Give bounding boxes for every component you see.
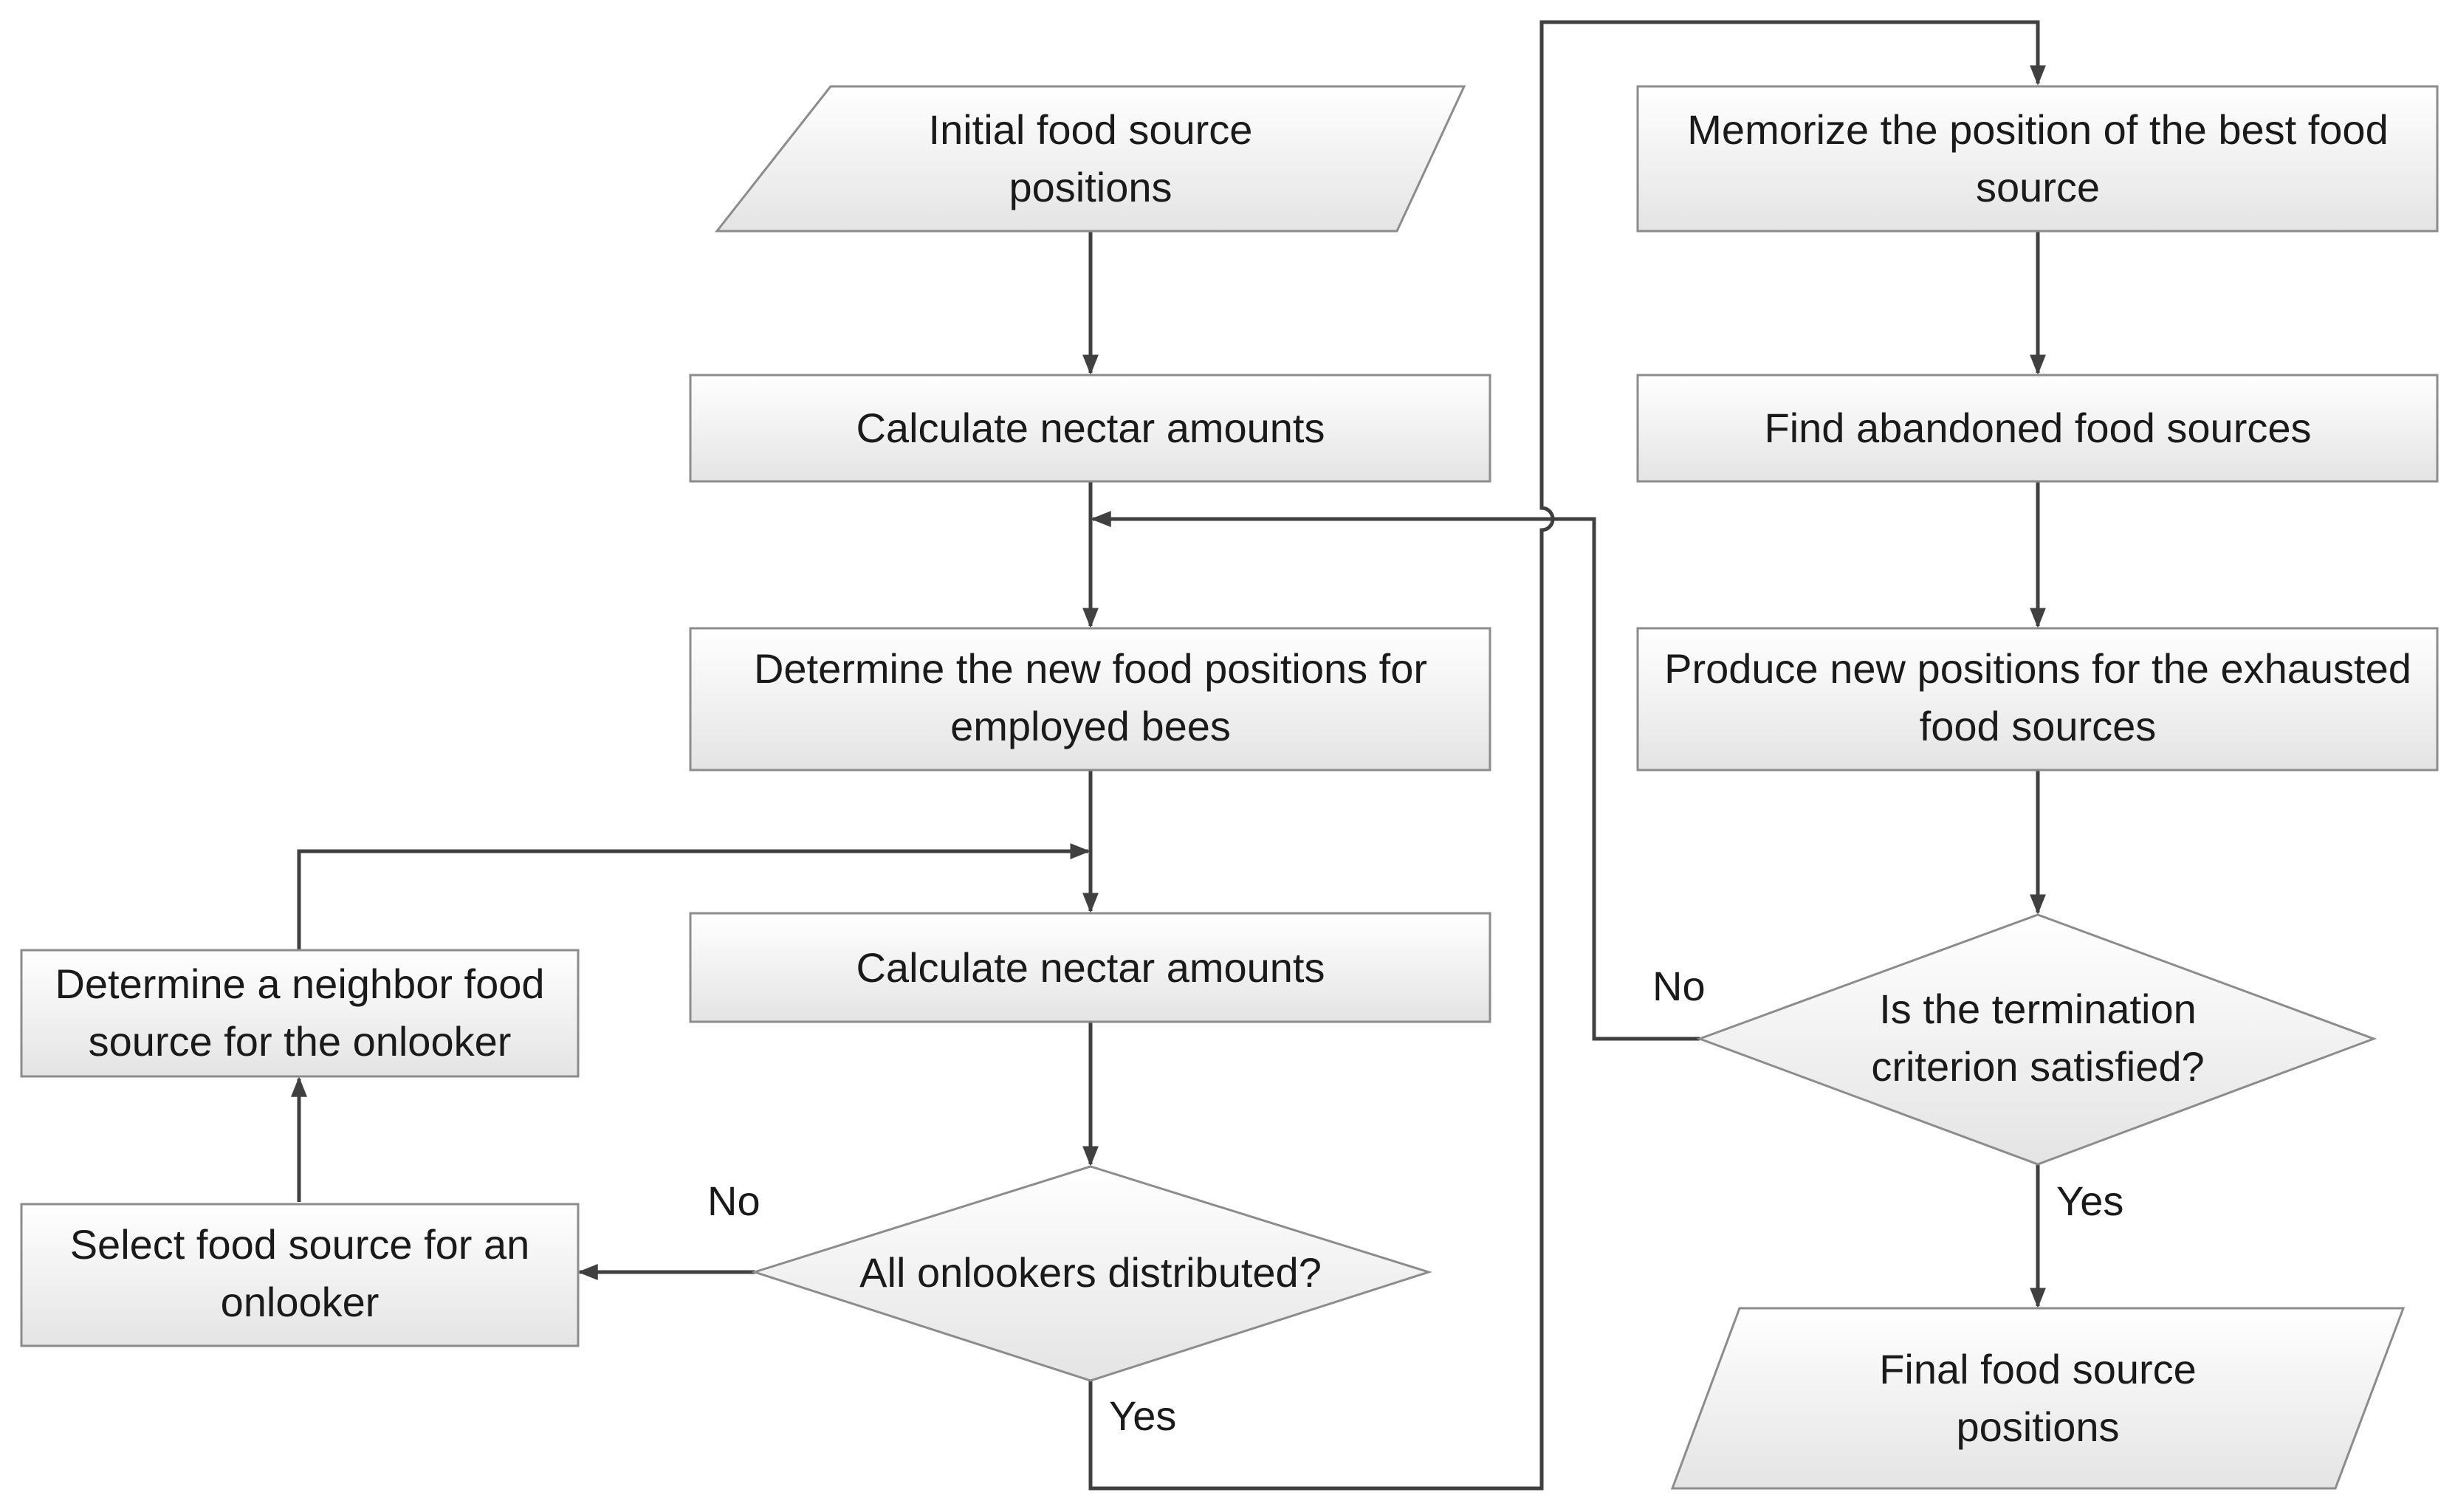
onlookers-no-label: No bbox=[707, 1178, 760, 1224]
initial-positions-line1: Initial food source bbox=[929, 106, 1253, 153]
onlookers-yes-label: Yes bbox=[1109, 1392, 1176, 1439]
select-food-source-line2: onlooker bbox=[221, 1279, 380, 1325]
determine-neighbor-shape bbox=[20, 949, 580, 1078]
final-positions-line2: positions bbox=[1956, 1403, 2119, 1450]
node-calc-nectar-2: Calculate nectar amounts bbox=[689, 912, 1491, 1023]
select-food-source-line1: Select food source for an bbox=[70, 1221, 530, 1268]
find-abandoned-label: Find abandoned food sources bbox=[1765, 405, 2312, 451]
initial-positions-line2: positions bbox=[1009, 164, 1172, 210]
calc-nectar-2-label: Calculate nectar amounts bbox=[856, 944, 1325, 991]
node-initial-positions: Initial food source positions bbox=[714, 85, 1466, 233]
determine-new-positions-shape bbox=[689, 627, 1491, 772]
select-food-source-shape bbox=[20, 1203, 580, 1347]
determine-new-positions-line1: Determine the new food positions for bbox=[754, 645, 1427, 692]
final-positions-line1: Final food source bbox=[1879, 1346, 2197, 1392]
calc-nectar-1-shape bbox=[689, 374, 1491, 483]
termination-no-label: No bbox=[1652, 963, 1706, 1009]
determine-neighbor-line2: source for the onlooker bbox=[89, 1018, 512, 1065]
calc-nectar-1-label: Calculate nectar amounts bbox=[856, 405, 1325, 451]
onlookers-distributed-label: All onlookers distributed? bbox=[859, 1249, 1322, 1296]
edge-termination-no-loop-back bbox=[1091, 511, 1700, 1041]
termination-check-shape bbox=[1696, 913, 2377, 1166]
node-memorize-best: Memorize the position of the best food s… bbox=[1636, 85, 2439, 233]
termination-check-line2: criterion satisfied? bbox=[1871, 1043, 2204, 1090]
node-termination-check: Is the termination criterion satisfied? bbox=[1696, 913, 2377, 1166]
final-positions-shape bbox=[1670, 1307, 2406, 1490]
initial-positions-shape bbox=[714, 85, 1466, 233]
produce-new-positions-line2: food sources bbox=[1920, 703, 2157, 749]
node-final-positions: Final food source positions bbox=[1670, 1307, 2406, 1490]
find-abandoned-shape bbox=[1636, 374, 2439, 483]
termination-check-line1: Is the termination bbox=[1879, 986, 2197, 1032]
node-produce-new-positions: Produce new positions for the exhausted … bbox=[1636, 627, 2439, 772]
determine-neighbor-line1: Determine a neighbor food bbox=[55, 961, 544, 1007]
node-determine-new-positions: Determine the new food positions for emp… bbox=[689, 627, 1491, 772]
node-calc-nectar-1: Calculate nectar amounts bbox=[689, 374, 1491, 483]
node-select-food-source: Select food source for an onlooker bbox=[20, 1203, 580, 1347]
calc-nectar-2-shape bbox=[689, 912, 1491, 1023]
node-onlookers-distributed: All onlookers distributed? bbox=[751, 1165, 1432, 1382]
onlookers-distributed-shape bbox=[751, 1165, 1432, 1382]
termination-yes-label: Yes bbox=[2056, 1178, 2123, 1224]
edges bbox=[291, 20, 2046, 1491]
memorize-best-shape bbox=[1636, 85, 2439, 233]
memorize-best-line2: source bbox=[1976, 164, 2100, 210]
determine-new-positions-line2: employed bees bbox=[950, 703, 1231, 749]
produce-new-positions-line1: Produce new positions for the exhausted bbox=[1664, 645, 2411, 692]
node-find-abandoned: Find abandoned food sources bbox=[1636, 374, 2439, 483]
produce-new-positions-shape bbox=[1636, 627, 2439, 772]
memorize-best-line1: Memorize the position of the best food bbox=[1687, 106, 2388, 153]
node-determine-neighbor: Determine a neighbor food source for the… bbox=[20, 949, 580, 1078]
edge-neighbor-loop-back bbox=[297, 843, 1091, 950]
